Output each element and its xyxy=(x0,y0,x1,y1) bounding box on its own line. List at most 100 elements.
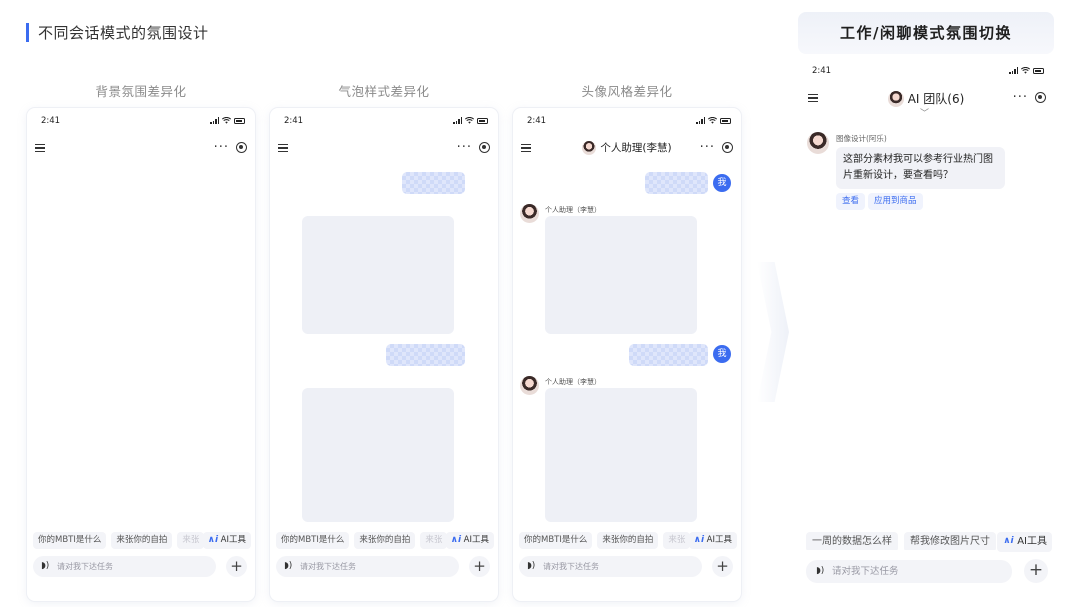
chip-resize-image[interactable]: 帮我修改图片尺寸 xyxy=(904,532,996,550)
sender-name: 个人助理（李慧） xyxy=(545,378,601,386)
message-input[interactable]: ◗) 请对我下达任务 xyxy=(276,556,459,577)
ai-bubble-placeholder xyxy=(302,388,454,522)
chat-title[interactable]: 个人助理(李慧) xyxy=(513,140,741,155)
menu-icon[interactable] xyxy=(808,94,818,103)
signal-icon xyxy=(696,117,705,124)
ai-tool-icon: ∧i xyxy=(693,535,705,545)
transition-arrow-icon xyxy=(757,262,789,402)
voice-icon[interactable]: ◗) xyxy=(41,561,50,571)
ai-tool-icon: ∧i xyxy=(450,535,462,545)
chevron-down-icon[interactable]: ﹀ xyxy=(920,109,930,119)
assistant-avatar xyxy=(582,140,597,155)
target-icon[interactable] xyxy=(479,142,490,153)
phone-mockup-avatar: 2:41 个人助理(李慧) ··· 我 个人助理（李慧） 我 个人助理（李慧） xyxy=(513,108,741,601)
status-time: 2:41 xyxy=(812,66,832,76)
voice-icon[interactable]: ◗) xyxy=(527,561,536,571)
target-icon[interactable] xyxy=(1035,92,1046,103)
plus-button[interactable]: + xyxy=(226,556,247,577)
more-icon[interactable]: ··· xyxy=(699,140,715,155)
more-icon[interactable]: ··· xyxy=(456,140,472,155)
title-accent-bar xyxy=(26,22,29,42)
suggestion-chips: 你的MBTI是什么 来张你的自拍 来张 xyxy=(519,532,737,550)
assistant-avatar xyxy=(520,204,539,223)
status-bar: 2:41 xyxy=(798,66,1054,78)
message-bubble: 这部分素材我可以参考行业热门图片重新设计，要查看吗？ xyxy=(836,147,1005,189)
me-avatar-badge: 我 xyxy=(713,174,731,192)
chip-faded[interactable]: 来张 xyxy=(420,532,448,549)
column-label-bubble: 气泡样式差异化 xyxy=(338,84,430,99)
menu-icon[interactable] xyxy=(521,144,531,153)
view-action-button[interactable]: 查看 xyxy=(836,193,866,210)
chip-selfie[interactable]: 来张你的自拍 xyxy=(597,532,659,549)
apply-to-product-button[interactable]: 应用到商品 xyxy=(868,193,923,210)
me-avatar-badge: 我 xyxy=(713,345,731,363)
chip-mbti[interactable]: 你的MBTI是什么 xyxy=(33,532,107,549)
chip-selfie[interactable]: 来张你的自拍 xyxy=(354,532,416,549)
wifi-icon xyxy=(708,117,717,124)
nav-bar: ··· xyxy=(27,140,255,160)
wifi-icon xyxy=(465,117,474,124)
chip-weekly-data[interactable]: 一周的数据怎么样 xyxy=(806,532,898,550)
menu-icon[interactable] xyxy=(278,144,288,153)
status-icons xyxy=(210,117,245,124)
menu-icon[interactable] xyxy=(35,144,45,153)
user-bubble xyxy=(645,172,708,194)
wifi-icon xyxy=(222,117,231,124)
battery-icon xyxy=(234,117,245,124)
column-label-background: 背景氛围差异化 xyxy=(95,84,187,99)
plus-button[interactable]: + xyxy=(469,556,490,577)
ai-bubble-placeholder xyxy=(545,388,697,522)
plus-button[interactable]: + xyxy=(712,556,733,577)
chip-selfie[interactable]: 来张你的自拍 xyxy=(111,532,173,549)
chat-title-text: AI 团队(6) xyxy=(907,92,965,106)
more-icon[interactable]: ··· xyxy=(1012,90,1028,105)
signal-icon xyxy=(453,117,462,124)
ai-tool-label: AI工具 xyxy=(463,535,489,545)
user-bubble xyxy=(386,344,465,366)
nav-bar: AI 团队(6) ··· xyxy=(798,90,1054,110)
assistant-avatar xyxy=(520,376,539,395)
ai-bubble-placeholder xyxy=(545,216,697,334)
suggestion-chips: 你的MBTI是什么 来张你的自拍 来张 xyxy=(276,532,494,550)
input-placeholder: 请对我下达任务 xyxy=(543,562,599,571)
more-icon[interactable]: ··· xyxy=(213,140,229,155)
target-icon[interactable] xyxy=(236,142,247,153)
chip-faded[interactable]: 来张 xyxy=(663,532,691,549)
chip-faded[interactable]: 来张 xyxy=(177,532,205,549)
status-icons xyxy=(696,117,731,124)
chip-mbti[interactable]: 你的MBTI是什么 xyxy=(519,532,593,549)
wifi-icon xyxy=(1021,67,1030,74)
status-bar: 2:41 xyxy=(270,116,498,128)
ai-tool-icon: ∧i xyxy=(1003,536,1014,546)
ai-tool-label: AI工具 xyxy=(220,535,246,545)
sender-name: 图像设计(阿乐) xyxy=(836,134,887,143)
sender-avatar xyxy=(807,132,829,154)
target-icon[interactable] xyxy=(722,142,733,153)
status-time: 2:41 xyxy=(41,116,61,126)
chat-title-text: 个人助理(李慧) xyxy=(600,142,672,154)
voice-icon[interactable]: ◗) xyxy=(284,561,293,571)
signal-icon xyxy=(1009,67,1018,74)
plus-button[interactable]: + xyxy=(1024,559,1048,583)
chat-title[interactable]: AI 团队(6) xyxy=(798,90,1054,107)
nav-bar: ··· xyxy=(270,140,498,160)
message-input[interactable]: ◗) 请对我下达任务 xyxy=(806,560,1012,583)
team-avatar xyxy=(887,90,904,107)
column-label-avatar: 头像风格差异化 xyxy=(581,84,673,99)
sender-name: 个人助理（李慧） xyxy=(545,206,601,214)
message-input[interactable]: ◗) 请对我下达任务 xyxy=(33,556,216,577)
ai-tool-label: AI工具 xyxy=(1017,536,1047,547)
status-bar: 2:41 xyxy=(513,116,741,128)
status-time: 2:41 xyxy=(527,116,547,126)
chip-mbti[interactable]: 你的MBTI是什么 xyxy=(276,532,350,549)
battery-icon xyxy=(477,117,488,124)
page-title: 不同会话模式的氛围设计 xyxy=(38,23,209,42)
voice-icon[interactable]: ◗) xyxy=(816,566,825,576)
message-input[interactable]: ◗) 请对我下达任务 xyxy=(519,556,702,577)
